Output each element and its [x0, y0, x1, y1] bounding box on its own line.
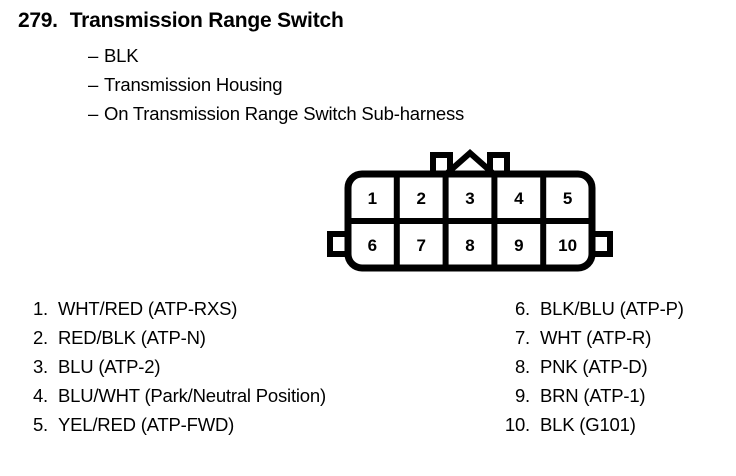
detail-line-text: BLK	[104, 45, 139, 66]
list-item: 3. BLU (ATP-2)	[0, 356, 460, 385]
pin-index: 10.	[504, 414, 530, 435]
pin-description: WHT (ATP-R)	[540, 327, 652, 348]
item-number: 279.	[18, 9, 58, 32]
list-item: 10. BLK (G101)	[468, 414, 736, 443]
center-peak-tab-icon	[442, 148, 498, 179]
pin-cell-6: 6	[368, 236, 377, 255]
dash-bullet-icon: –	[88, 74, 99, 95]
detail-line-text: Transmission Housing	[104, 74, 283, 95]
detail-line-color: –BLK	[88, 45, 139, 67]
pin-index: 3.	[32, 356, 48, 377]
detail-line-location: –Transmission Housing	[88, 74, 283, 96]
pin-description: BLU/WHT (Park/Neutral Position)	[58, 385, 326, 406]
pin-description: BLK (G101)	[540, 414, 636, 435]
pin-description: BRN (ATP-1)	[540, 385, 646, 406]
pin-index: 5.	[32, 414, 48, 435]
pin-cell-8: 8	[465, 236, 474, 255]
pin-index: 7.	[514, 327, 530, 348]
pin-legend-left-column: 1. WHT/RED (ATP-RXS) 2. RED/BLK (ATP-N) …	[0, 298, 460, 443]
page-title: 279. Transmission Range Switch	[18, 9, 344, 33]
pin-cell-1: 1	[368, 189, 377, 208]
pin-description: RED/BLK (ATP-N)	[58, 327, 206, 348]
list-item: 8. PNK (ATP-D)	[468, 356, 736, 385]
list-item: 6. BLK/BLU (ATP-P)	[468, 298, 736, 327]
pin-description: BLU (ATP-2)	[58, 356, 161, 377]
detail-line-harness: –On Transmission Range Switch Sub-harnes…	[88, 103, 464, 125]
pin-cell-7: 7	[416, 236, 425, 255]
list-item: 1. WHT/RED (ATP-RXS)	[0, 298, 460, 327]
pin-index: 4.	[32, 385, 48, 406]
pin-cell-9: 9	[514, 236, 523, 255]
pin-cell-2: 2	[416, 189, 425, 208]
pin-index: 2.	[32, 327, 48, 348]
pin-index: 1.	[32, 298, 48, 319]
pin-index: 6.	[514, 298, 530, 319]
pin-description: BLK/BLU (ATP-P)	[540, 298, 684, 319]
pin-cell-3: 3	[465, 189, 474, 208]
list-item: 4. BLU/WHT (Park/Neutral Position)	[0, 385, 460, 414]
pin-cell-5: 5	[563, 189, 572, 208]
pin-description: YEL/RED (ATP-FWD)	[58, 414, 235, 435]
pin-cell-10: 10	[558, 236, 577, 255]
pin-index: 9.	[514, 385, 530, 406]
pin-cell-4: 4	[514, 189, 524, 208]
dash-bullet-icon: –	[88, 103, 99, 124]
pin-index: 8.	[514, 356, 530, 377]
pin-legend-right-column: 6. BLK/BLU (ATP-P) 7. WHT (ATP-R) 8. PNK…	[468, 298, 736, 443]
list-item: 2. RED/BLK (ATP-N)	[0, 327, 460, 356]
list-item: 7. WHT (ATP-R)	[468, 327, 736, 356]
pin-description: WHT/RED (ATP-RXS)	[58, 298, 238, 319]
connector-diagram: 1 2 3 4 5 6 7 8 9 10	[320, 148, 620, 276]
component-title: Transmission Range Switch	[69, 9, 344, 32]
list-item: 5. YEL/RED (ATP-FWD)	[0, 414, 460, 443]
dash-bullet-icon: –	[88, 45, 99, 66]
list-item: 9. BRN (ATP-1)	[468, 385, 736, 414]
pin-description: PNK (ATP-D)	[540, 356, 648, 377]
detail-line-text: On Transmission Range Switch Sub-harness	[104, 103, 465, 124]
